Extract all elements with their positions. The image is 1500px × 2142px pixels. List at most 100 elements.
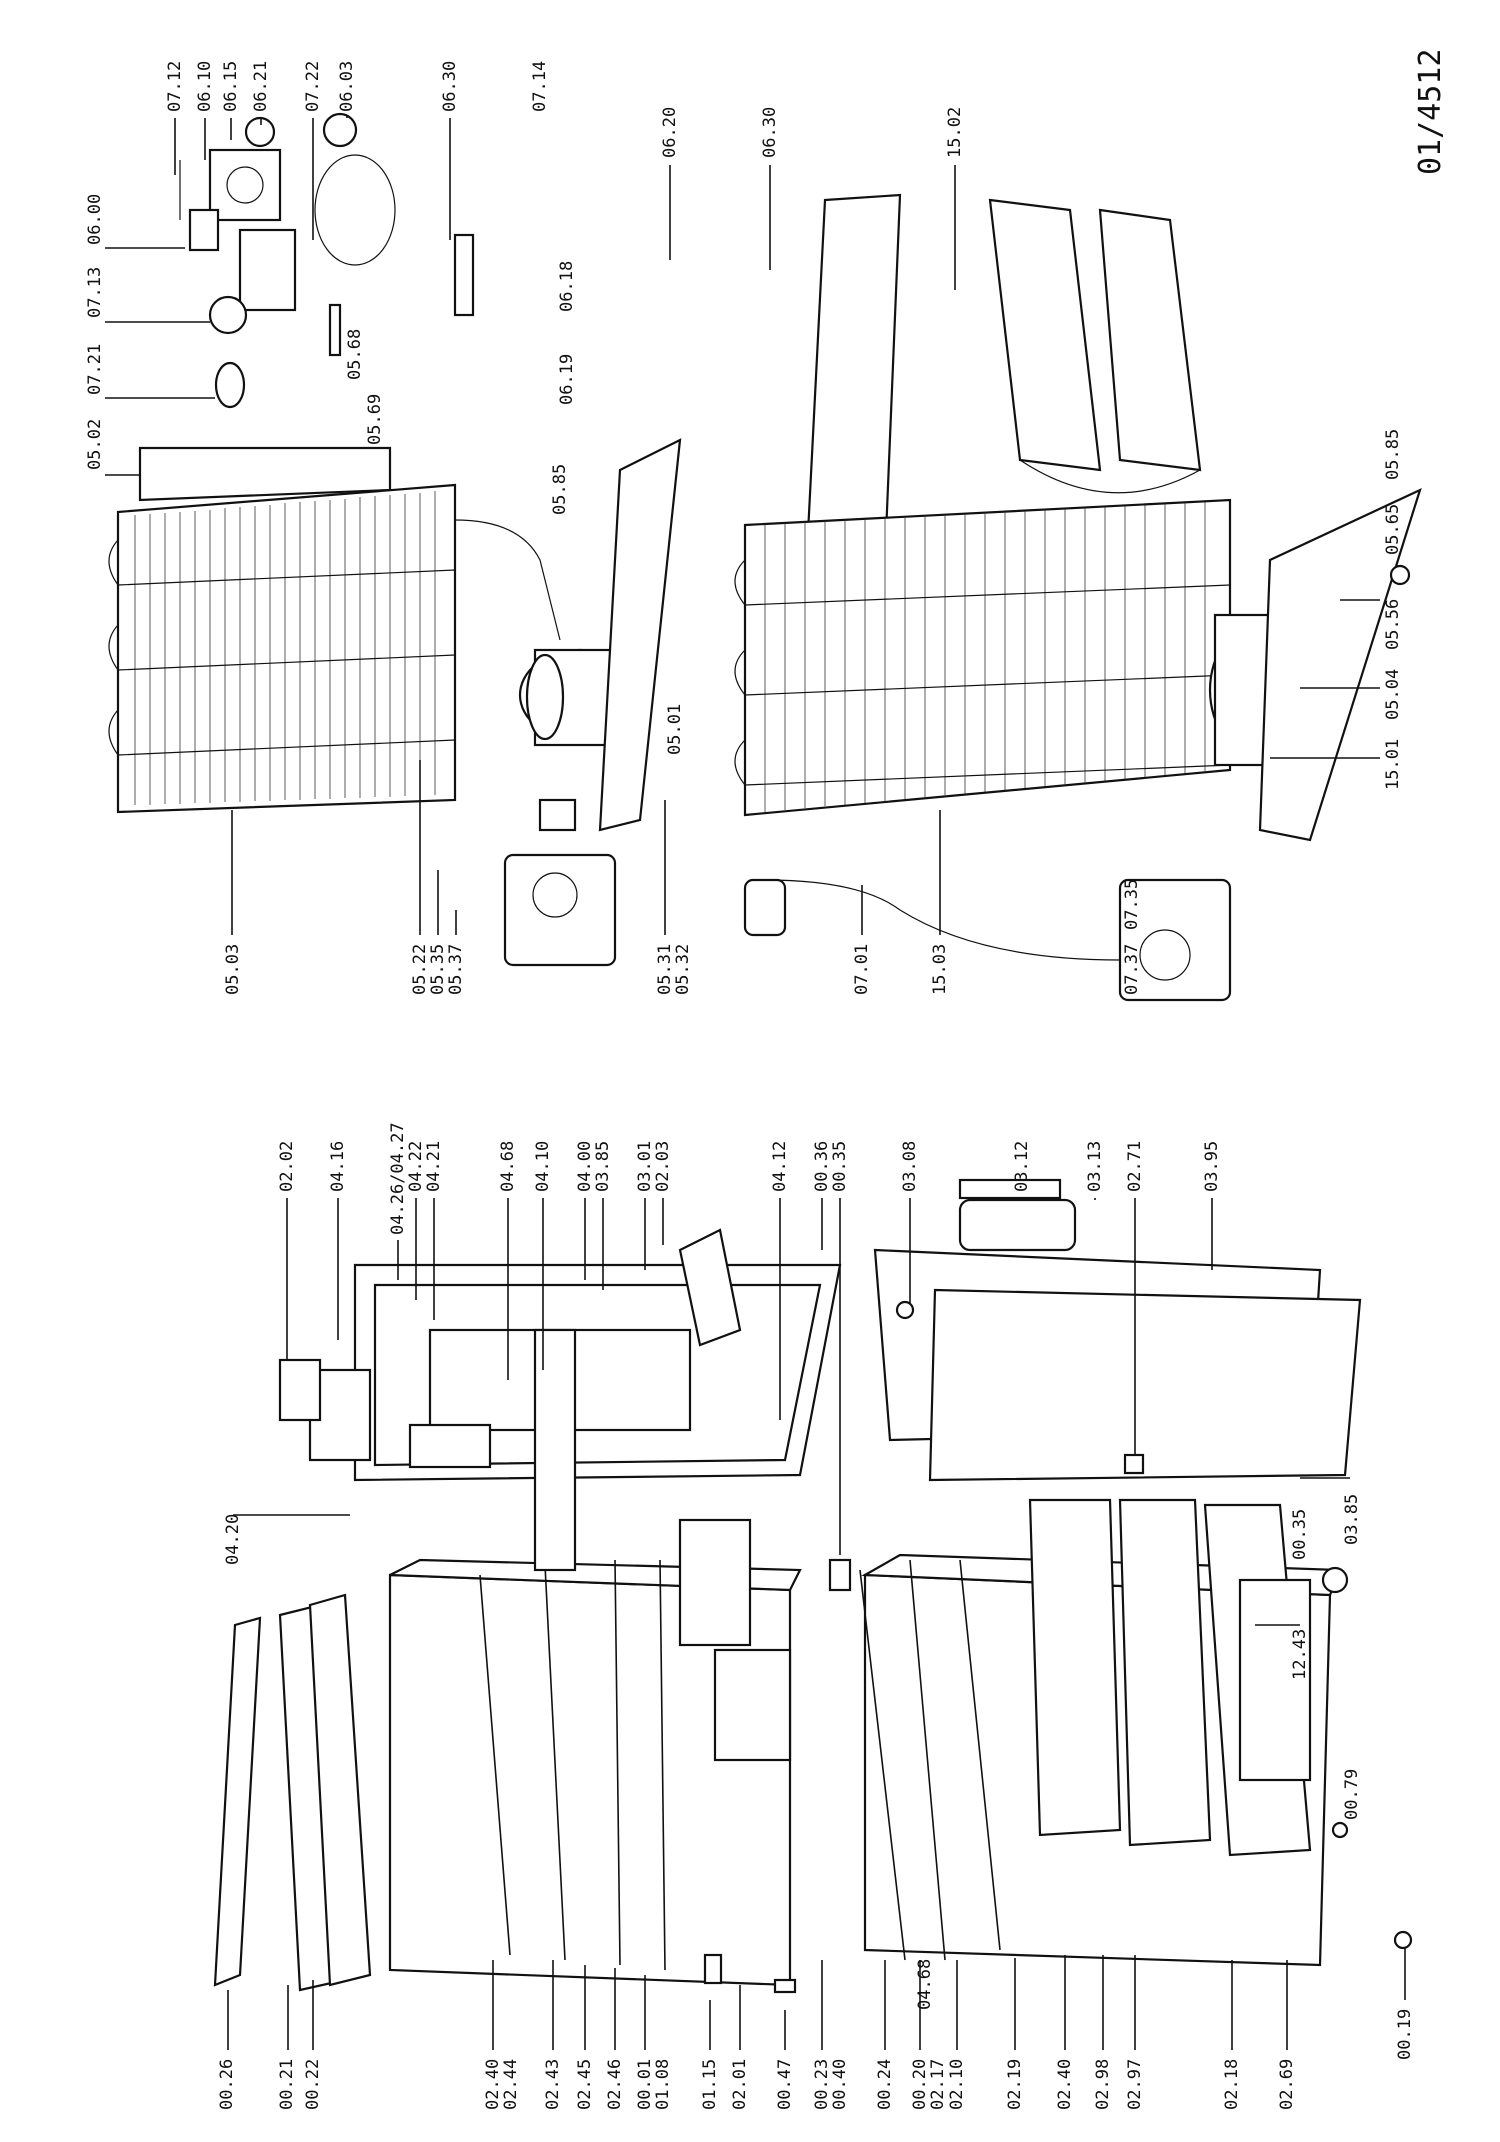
small-hardware [703, 564, 1413, 1994]
label-03-01: 03.01 [635, 1141, 655, 1192]
label-06-19: 06.19 [557, 354, 577, 405]
label-04-68: 04.68 [498, 1141, 518, 1192]
lower-top-leader-lines [233, 1198, 1213, 1555]
label-05-04: 05.04 [1383, 669, 1403, 720]
upper-right-leader-lines [1270, 599, 1380, 759]
label-04-20: 04.20 [223, 1514, 243, 1565]
label-04-16: 04.16 [328, 1141, 348, 1192]
label-07-21: 07.21 [85, 344, 105, 395]
label-00-36: 00.36 [812, 1141, 832, 1192]
cabinet-lower-assembly [859, 1178, 1362, 1967]
thermostat-lamp-assembly [179, 112, 475, 409]
upper-top-labels: 05.02 07.21 07.13 06.00 07.12 06.10 06.1… [85, 61, 965, 515]
label-04-21: 04.21 [424, 1141, 444, 1192]
lower-top-labels: 04.20 02.02 04.16 04.26/04.27 04.22 04.2… [223, 1122, 1222, 1565]
label-12-43: 12.43 [1290, 1629, 1310, 1680]
label-02-02: 02.02 [277, 1141, 297, 1192]
label-05-35: 05.35 [428, 944, 448, 995]
label-06-30-b: 06.30 [760, 107, 780, 158]
label-02-44: 02.44 [501, 2059, 521, 2110]
label-02-69: 02.69 [1277, 2059, 1297, 2110]
label-15-01: 15.01 [1383, 739, 1403, 790]
label-04-22: 04.22 [406, 1141, 426, 1192]
label-00-79: 00.79 [1342, 1769, 1362, 1820]
label-02-10: 02.10 [947, 2059, 967, 2110]
label-05-01: 05.01 [665, 704, 685, 755]
lower-left-labels: 00.26 00.21 00.22 02.40 02.44 02.43 02.4… [217, 1959, 1415, 2110]
label-05-56: 05.56 [1383, 599, 1403, 650]
label-04-00: 04.00 [575, 1141, 595, 1192]
label-07-35: 07.35 [1122, 879, 1142, 930]
label-02-46: 02.46 [605, 2059, 625, 2110]
label-00-19: 00.19 [1395, 2009, 1415, 2060]
label-04-26-27: 04.26/04.27 [388, 1122, 408, 1235]
label-05-65: 05.65 [1383, 504, 1403, 555]
label-04-10: 04.10 [533, 1141, 553, 1192]
label-02-40: 02.40 [483, 2059, 503, 2110]
lower-right-labels: 03.85 00.35 00.35 12.43 00.79 [1290, 1494, 1362, 1820]
label-00-22: 00.22 [303, 2059, 323, 2110]
upper-left-leader-lines [231, 760, 941, 935]
label-02-19: 02.19 [1005, 2059, 1025, 2110]
upper-top-leader-lines [105, 115, 956, 476]
evaporator-assembly [734, 193, 1422, 1002]
label-05-68: 05.68 [345, 329, 365, 380]
label-06-03: 06.03 [337, 61, 357, 112]
label-07-12: 07.12 [165, 61, 185, 112]
label-02-45: 02.45 [575, 2059, 595, 2110]
label-00-35-right: 00.35 [1290, 1509, 1310, 1560]
label-02-17: 02.17 [928, 2059, 948, 2110]
label-06-00: 06.00 [85, 194, 105, 245]
label-00-20: 00.20 [910, 2059, 930, 2110]
label-02-43: 02.43 [543, 2059, 563, 2110]
label-00-23: 00.23 [812, 2059, 832, 2110]
upper-left-labels: 05.03 05.22 05.35 05.37 05.31 05.32 07.0… [223, 879, 1142, 995]
label-04-68-b: 04.68 [915, 1959, 935, 2010]
label-05-69: 05.69 [365, 394, 385, 445]
label-02-71: 02.71 [1125, 1141, 1145, 1192]
label-06-21: 06.21 [251, 61, 271, 112]
label-05-03: 05.03 [223, 944, 243, 995]
label-00-26: 00.26 [217, 2059, 237, 2110]
label-06-18: 06.18 [557, 261, 577, 312]
label-00-40: 00.40 [830, 2059, 850, 2110]
label-03-95: 03.95 [1202, 1141, 1222, 1192]
label-15-03: 15.03 [930, 944, 950, 995]
label-00-01: 00.01 [635, 2059, 655, 2110]
label-07-13: 07.13 [85, 267, 105, 318]
label-06-15: 06.15 [221, 61, 241, 112]
label-06-30: 06.30 [440, 61, 460, 112]
label-00-21: 00.21 [277, 2059, 297, 2110]
label-02-97: 02.97 [1125, 2059, 1145, 2110]
label-05-85: 05.85 [550, 464, 570, 515]
label-00-24: 00.24 [875, 2059, 895, 2110]
lower-right-leader-lines [1255, 1477, 1350, 1626]
label-05-32: 05.32 [673, 944, 693, 995]
condenser-left-assembly [108, 438, 682, 967]
label-02-03: 02.03 [653, 1141, 673, 1192]
label-00-47: 00.47 [775, 2059, 795, 2110]
label-07-37: 07.37 [1122, 944, 1142, 995]
label-05-85-b: 05.85 [1383, 429, 1403, 480]
label-03-12: 03.12 [1012, 1141, 1032, 1192]
label-15-02: 15.02 [945, 107, 965, 158]
label-02-98: 02.98 [1093, 2059, 1113, 2110]
label-05-02: 05.02 [85, 419, 105, 470]
label-04-12: 04.12 [770, 1141, 790, 1192]
label-07-14: 07.14 [530, 61, 550, 112]
label-05-31: 05.31 [655, 944, 675, 995]
label-06-20: 06.20 [660, 107, 680, 158]
label-07-22: 07.22 [303, 61, 323, 112]
label-03-85: 03.85 [593, 1141, 613, 1192]
label-00-35: 00.35 [830, 1141, 850, 1192]
label-01-15: 01.15 [700, 2059, 720, 2110]
label-03-13: 03.13 [1085, 1141, 1105, 1192]
upper-right-labels: 05.65 05.85 05.56 05.04 15.01 05.01 [665, 429, 1403, 790]
cabinet-upper-assembly [213, 1228, 842, 1992]
label-02-18: 02.18 [1222, 2059, 1242, 2110]
label-06-10: 06.10 [195, 61, 215, 112]
label-05-37: 05.37 [446, 944, 466, 995]
label-02-01: 02.01 [730, 2059, 750, 2110]
label-01-08: 01.08 [653, 2059, 673, 2110]
